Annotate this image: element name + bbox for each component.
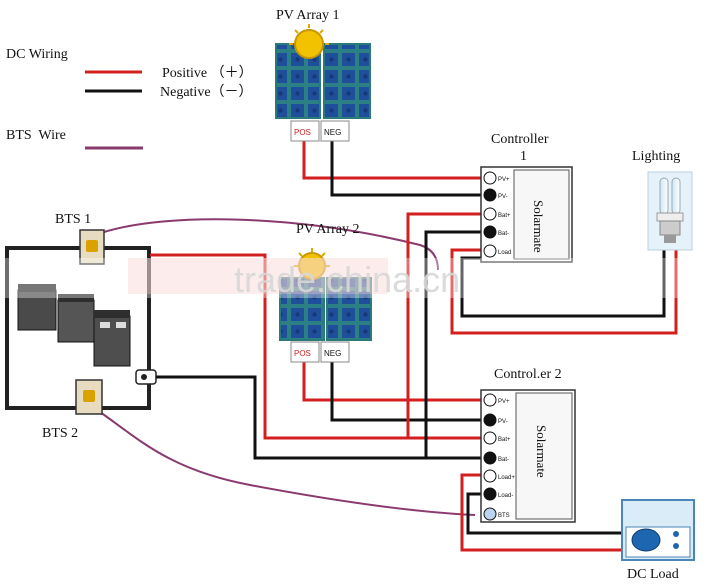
bts-2-sensor <box>75 379 103 415</box>
pv-1-neg-box <box>320 120 350 142</box>
terminal-c2-bat-neg <box>483 451 497 465</box>
terminal-c1-pv-pos <box>483 171 497 185</box>
pv-1-pos-label: POS <box>294 128 311 137</box>
sun-icon-2 <box>294 248 330 280</box>
pv-array-1-title: PV Array 1 <box>276 8 340 23</box>
battery-icon <box>17 284 131 367</box>
pv-2-neg-box <box>320 341 350 363</box>
terminal-c1-bat-pos <box>483 207 497 221</box>
pv-array-2: PV Array 2 POS NEG <box>279 222 372 363</box>
controller-2-title: Control.er 2 <box>494 367 562 382</box>
terminal-label: Bat+ <box>498 213 511 219</box>
lighting: Lighting <box>632 149 693 251</box>
watermark-text: trade.china.cn <box>234 259 460 300</box>
controller-1-number: 1 <box>520 149 527 164</box>
lighting-label: Lighting <box>632 149 680 164</box>
terminal-label: BTS <box>498 513 510 519</box>
connector-lug <box>135 369 157 385</box>
terminal-label: PV- <box>498 419 508 425</box>
terminal-label: Load- <box>498 493 513 499</box>
pv-1-neg-label: NEG <box>324 128 341 137</box>
terminal-label: PV- <box>498 194 508 200</box>
terminal-label: Bat+ <box>498 437 511 443</box>
legend-negative-label: Negative（－） <box>160 84 253 100</box>
pv-array-2-title: PV Array 2 <box>296 222 360 237</box>
dc-load-label: DC Load <box>627 567 679 582</box>
controller-1-panel <box>513 169 570 260</box>
dc-load: DC Load <box>621 499 695 582</box>
controller-1: Controller 1 Solarmate PV+ PV- Bat+ Bat-… <box>480 132 573 263</box>
legend: DC Wiring Positive （＋） Negative（－） BTS W… <box>6 47 253 150</box>
terminal-label: Load <box>498 250 511 256</box>
terminal-c2-load-pos <box>483 469 497 483</box>
bts-1-sensor <box>79 229 105 265</box>
terminal-label: Load+ <box>498 475 515 481</box>
terminal-label: PV+ <box>498 177 510 183</box>
pv-array-1: PV Array 1 POS NEG <box>275 8 371 142</box>
pv-2-pos-label: POS <box>294 349 311 358</box>
bts-1-label: BTS 1 <box>55 212 91 227</box>
pv-2-pos-box <box>290 341 320 363</box>
controller-2-terminals: PV+ PV- Bat+ Bat- Load+ Load- BTS <box>483 393 515 521</box>
bts-wires <box>99 218 476 516</box>
terminal-label: Bat- <box>498 231 509 237</box>
terminal-label: Bat- <box>498 457 509 463</box>
pv-2-neg-label: NEG <box>324 349 341 358</box>
legend-dc-wiring: DC Wiring <box>6 47 68 62</box>
pv-panel-2a <box>279 277 325 341</box>
bts-2-label: BTS 2 <box>42 426 78 441</box>
terminal-c1-bat-neg <box>483 225 497 239</box>
terminal-c2-pv-pos <box>483 393 497 407</box>
controller-2-panel <box>515 392 573 520</box>
terminal-c2-bat-pos <box>483 431 497 445</box>
pv-panel-2b <box>326 277 372 341</box>
controller-1-terminals: PV+ PV- Bat+ Bat- Load <box>483 171 511 258</box>
controller-2: Control.er 2 Solarmate PV+ PV- Bat+ Bat-… <box>480 367 576 523</box>
terminal-label: PV+ <box>498 399 510 405</box>
sun-icon <box>289 24 329 59</box>
controller-2-brand: Solarmate <box>534 425 549 478</box>
legend-bts-wire: BTS Wire <box>6 128 66 143</box>
light-bulb-icon <box>656 177 684 243</box>
controller-1-title: Controller <box>491 132 549 147</box>
dc-wires <box>150 140 678 552</box>
legend-positive-label: Positive （＋） <box>162 65 253 81</box>
terminal-c2-pv-neg <box>483 413 497 427</box>
watermark: trade.china.cn <box>0 258 721 300</box>
dc-load-fan-icon <box>631 528 661 552</box>
pv-panel-1b <box>323 43 371 119</box>
controller-1-brand: Solarmate <box>531 200 546 253</box>
terminal-c1-pv-neg <box>483 188 497 202</box>
pv-1-pos-box <box>290 120 320 142</box>
terminal-c2-bts <box>483 507 497 521</box>
terminal-c2-load-neg <box>483 487 497 501</box>
terminal-c1-load <box>483 244 497 258</box>
battery-bank: BTS 1 BTS 2 <box>5 212 157 441</box>
